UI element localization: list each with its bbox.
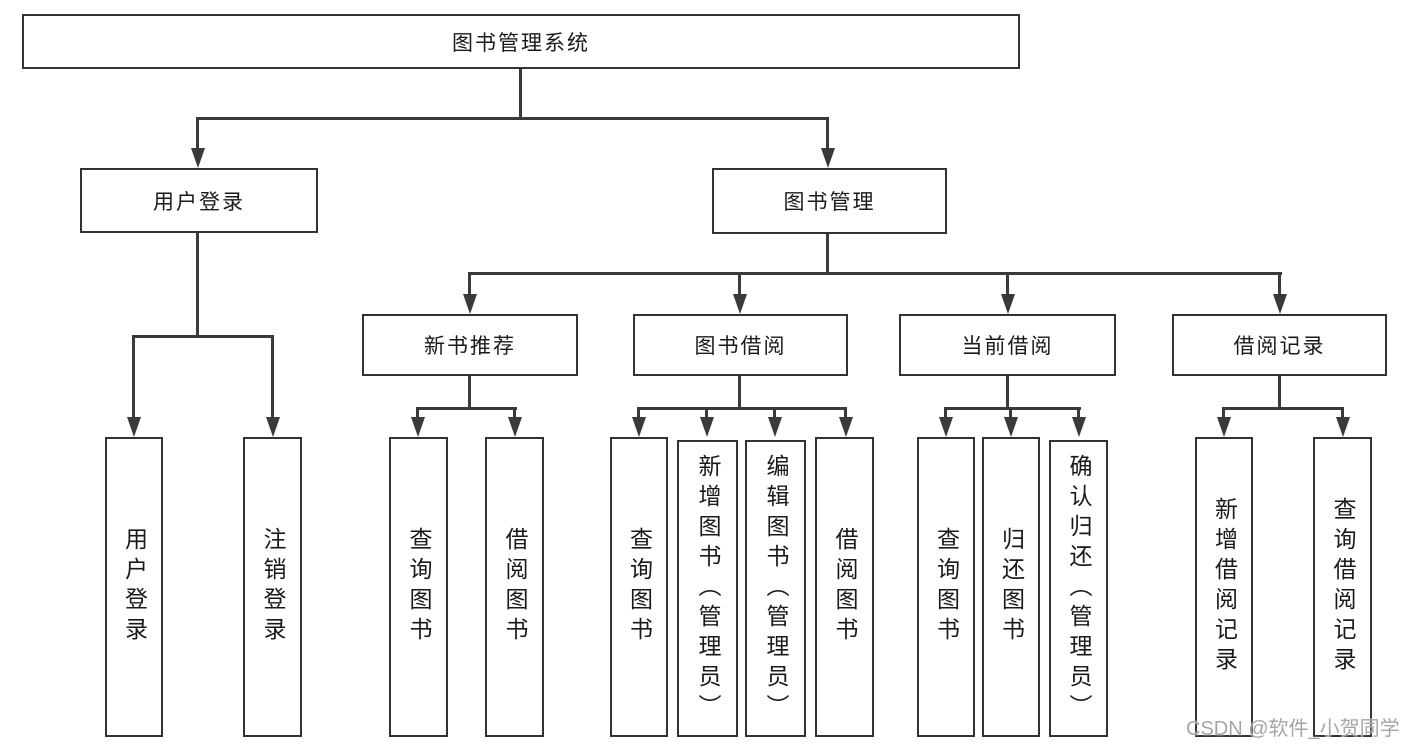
- connector-drop: [1009, 407, 1012, 417]
- arrow-down-icon: [733, 294, 747, 314]
- connector-drop: [416, 407, 419, 417]
- connector-drop: [1222, 407, 1225, 417]
- arrow-down-icon: [700, 417, 714, 437]
- connector-root-stem: [519, 69, 522, 119]
- arrow-down-icon: [508, 417, 522, 437]
- leaf-query-book-3: 查询图书: [917, 437, 975, 737]
- connector-drop: [738, 272, 741, 294]
- connector-book-borrow-stem: [738, 376, 741, 409]
- connector-drop: [1077, 407, 1080, 417]
- arrow-down-icon: [191, 148, 205, 168]
- arrow-down-icon: [768, 417, 782, 437]
- leaf-query-book-2: 查询图书: [610, 437, 668, 737]
- connector-book-mgmt-stem: [826, 234, 829, 274]
- leaf-borrow-book-2: 借阅图书: [815, 437, 874, 737]
- arrow-down-icon: [463, 294, 477, 314]
- connector-drop: [637, 407, 640, 417]
- leaf-user-login: 用户登录: [105, 437, 163, 737]
- arrow-down-icon: [1273, 294, 1287, 314]
- arrow-down-icon: [1217, 417, 1231, 437]
- csdn-watermark: CSDN @软件_小贺同学: [1186, 718, 1400, 740]
- connector-bar-book-borrow: [637, 407, 847, 410]
- connector-drop: [132, 335, 135, 417]
- connector-bar-current-borrow: [944, 407, 1081, 410]
- leaf-add-book-admin: 新增图书（管理员）: [677, 440, 738, 737]
- node-user-login: 用户登录: [80, 168, 318, 233]
- node-root: 图书管理系统: [22, 14, 1020, 69]
- node-borrow-record: 借阅记录: [1172, 314, 1387, 376]
- leaf-edit-book-admin: 编辑图书（管理员）: [745, 440, 806, 737]
- leaf-borrow-book-1: 借阅图书: [485, 437, 544, 737]
- connector-bar-new-book: [416, 407, 517, 410]
- arrow-down-icon: [632, 417, 646, 437]
- connector-drop: [844, 407, 847, 417]
- arrow-down-icon: [266, 417, 280, 437]
- connector-drop: [1006, 272, 1009, 294]
- arrow-down-icon: [1001, 294, 1015, 314]
- connector-bar-borrow-record: [1222, 407, 1344, 410]
- connector-new-book-stem: [468, 376, 471, 409]
- arrow-down-icon: [839, 417, 853, 437]
- connector-drop: [826, 117, 829, 148]
- leaf-logout: 注销登录: [243, 437, 302, 737]
- connector-drop: [1278, 272, 1281, 294]
- node-current-borrow: 当前借阅: [899, 314, 1116, 376]
- connector-bar-level1: [196, 117, 829, 120]
- arrow-down-icon: [1072, 417, 1086, 437]
- arrow-down-icon: [1336, 417, 1350, 437]
- connector-bar-level2: [468, 272, 1282, 275]
- arrow-down-icon: [127, 417, 141, 437]
- node-book-management: 图书管理: [712, 168, 947, 234]
- connector-drop: [196, 117, 199, 148]
- arrow-down-icon: [821, 148, 835, 168]
- node-new-book-recommend: 新书推荐: [362, 314, 578, 376]
- arrow-down-icon: [1004, 417, 1018, 437]
- connector-drop: [944, 407, 947, 417]
- connector-drop: [468, 272, 471, 294]
- arrow-down-icon: [939, 417, 953, 437]
- connector-drop: [705, 407, 708, 417]
- node-book-borrow: 图书借阅: [633, 314, 848, 376]
- leaf-return-book: 归还图书: [982, 437, 1040, 737]
- connector-drop: [1341, 407, 1344, 417]
- arrow-down-icon: [411, 417, 425, 437]
- leaf-query-book-1: 查询图书: [389, 437, 448, 737]
- connector-user-login-stem: [196, 233, 199, 338]
- connector-bar-user-login: [132, 335, 274, 338]
- leaf-add-borrow-record: 新增借阅记录: [1195, 437, 1253, 737]
- connector-drop: [271, 335, 274, 417]
- connector-drop: [773, 407, 776, 417]
- connector-drop: [513, 407, 516, 417]
- connector-current-borrow-stem: [1006, 376, 1009, 409]
- leaf-query-borrow-record: 查询借阅记录: [1313, 437, 1372, 737]
- connector-borrow-record-stem: [1278, 376, 1281, 409]
- leaf-confirm-return-admin: 确认归还（管理员）: [1049, 440, 1108, 737]
